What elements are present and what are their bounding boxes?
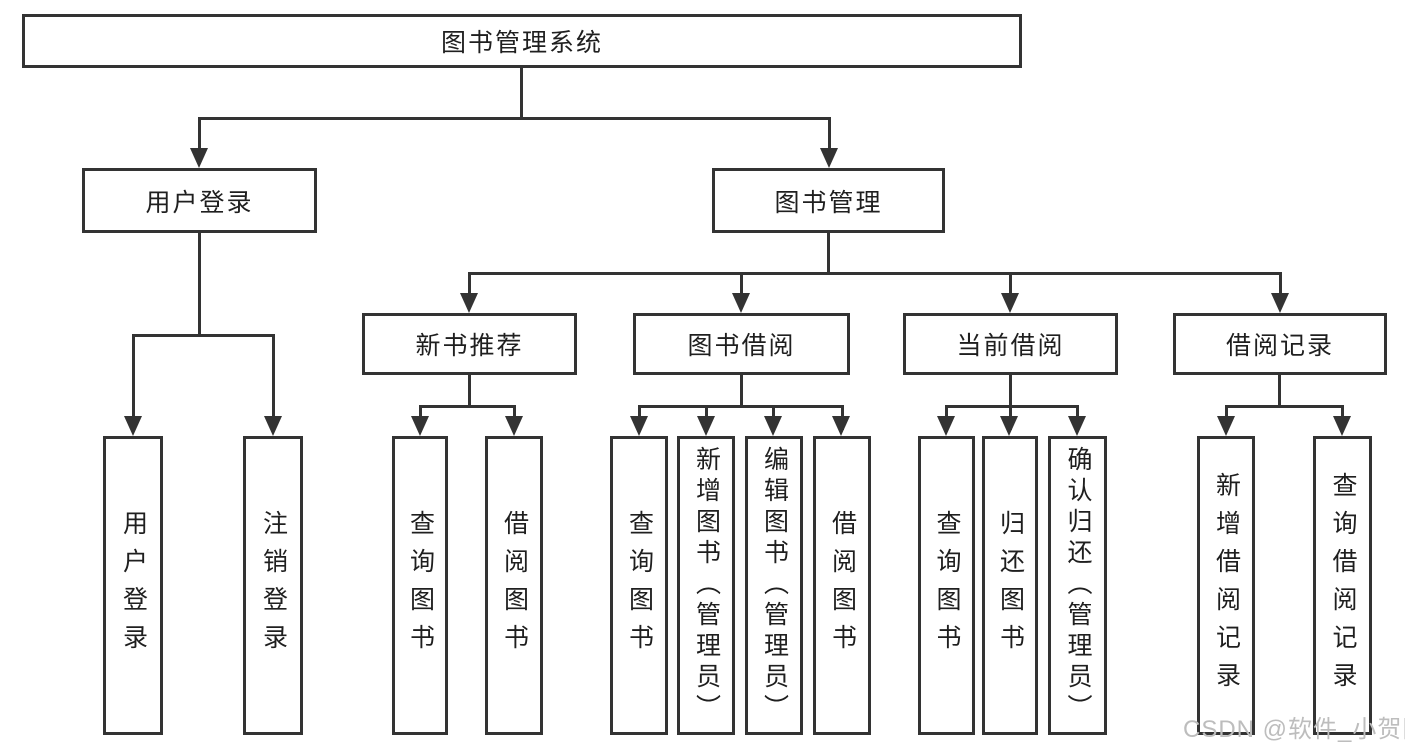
connector-line bbox=[740, 373, 743, 408]
arrow-down-icon bbox=[505, 416, 523, 436]
leaf-query-books-current: 查询图书 bbox=[918, 436, 975, 735]
arrow-down-icon bbox=[190, 148, 208, 168]
arrow-down-icon bbox=[697, 416, 715, 436]
arrow-down-icon bbox=[1001, 293, 1019, 313]
leaf-query-books-borrow: 查询图书 bbox=[610, 436, 668, 735]
leaf-borrow-books: 借阅图书 bbox=[813, 436, 871, 735]
connector-line bbox=[132, 334, 275, 337]
leaf-label: 查询图书 bbox=[625, 509, 654, 662]
node-new-book-recommend: 新书推荐 bbox=[362, 313, 577, 375]
arrow-down-icon bbox=[1271, 293, 1289, 313]
arrow-down-icon bbox=[1068, 416, 1086, 436]
connector-line bbox=[1009, 272, 1012, 295]
connector-line bbox=[132, 334, 135, 418]
arrow-down-icon bbox=[1217, 416, 1235, 436]
connector-line bbox=[198, 117, 831, 120]
connector-line bbox=[1278, 373, 1281, 408]
arrow-down-icon bbox=[764, 416, 782, 436]
node-current-borrow: 当前借阅 bbox=[903, 313, 1118, 375]
leaf-label: 查询借阅记录 bbox=[1329, 471, 1357, 700]
connector-line bbox=[468, 373, 471, 408]
arrow-down-icon bbox=[832, 416, 850, 436]
connector-line bbox=[468, 272, 471, 295]
leaf-label: 查询图书 bbox=[933, 509, 961, 662]
leaf-logout: 注销登录 bbox=[243, 436, 303, 735]
leaf-borrow-books-recommend: 借阅图书 bbox=[485, 436, 543, 735]
leaf-label: 归还图书 bbox=[996, 509, 1025, 662]
connector-line bbox=[272, 334, 275, 418]
node-book-management: 图书管理 bbox=[712, 168, 945, 233]
leaf-label: 查询图书 bbox=[406, 509, 435, 662]
node-borrow-records: 借阅记录 bbox=[1173, 313, 1387, 375]
connector-line bbox=[638, 405, 844, 408]
connector-line bbox=[198, 231, 201, 337]
node-user-login: 用户登录 bbox=[82, 168, 317, 233]
node-book-borrow: 图书借阅 bbox=[633, 313, 850, 375]
leaf-user-login: 用户登录 bbox=[103, 436, 163, 735]
watermark: CSDN @软件_小贺同学 bbox=[1183, 716, 1405, 743]
arrow-down-icon bbox=[937, 416, 955, 436]
connector-line bbox=[740, 272, 743, 295]
leaf-label: 确认归还（管理员） bbox=[1064, 446, 1092, 725]
connector-line bbox=[828, 117, 831, 151]
arrow-down-icon bbox=[732, 293, 750, 313]
arrow-down-icon bbox=[411, 416, 429, 436]
leaf-add-book-admin: 新增图书（管理员） bbox=[677, 436, 735, 735]
leaf-label: 借阅图书 bbox=[828, 509, 857, 662]
connector-line bbox=[945, 405, 1079, 408]
connector-line bbox=[1225, 405, 1344, 408]
connector-line bbox=[469, 272, 1281, 275]
arrow-down-icon bbox=[264, 416, 282, 436]
leaf-label: 用户登录 bbox=[119, 509, 148, 662]
leaf-return-books: 归还图书 bbox=[982, 436, 1038, 735]
connector-line bbox=[419, 405, 516, 408]
arrow-down-icon bbox=[1333, 416, 1351, 436]
leaf-label: 借阅图书 bbox=[500, 509, 529, 662]
connector-line bbox=[827, 231, 830, 275]
leaf-label: 新增借阅记录 bbox=[1212, 471, 1241, 700]
arrow-down-icon bbox=[1000, 416, 1018, 436]
node-library-management-system: 图书管理系统 bbox=[22, 14, 1022, 68]
leaf-confirm-return-admin: 确认归还（管理员） bbox=[1048, 436, 1107, 735]
leaf-label: 新增图书（管理员） bbox=[692, 446, 721, 725]
connector-line bbox=[198, 117, 201, 151]
arrow-down-icon bbox=[630, 416, 648, 436]
arrow-down-icon bbox=[124, 416, 142, 436]
leaf-label: 编辑图书（管理员） bbox=[760, 446, 789, 725]
arrow-down-icon bbox=[820, 148, 838, 168]
arrow-down-icon bbox=[460, 293, 478, 313]
connector-line bbox=[520, 66, 523, 119]
leaf-label: 注销登录 bbox=[259, 509, 288, 662]
leaf-query-books-recommend: 查询图书 bbox=[392, 436, 448, 735]
leaf-edit-book-admin: 编辑图书（管理员） bbox=[745, 436, 803, 735]
leaf-add-borrow-record: 新增借阅记录 bbox=[1197, 436, 1255, 735]
connector-line bbox=[1279, 272, 1282, 295]
connector-line bbox=[1009, 373, 1012, 408]
leaf-query-borrow-record: 查询借阅记录 bbox=[1313, 436, 1372, 735]
